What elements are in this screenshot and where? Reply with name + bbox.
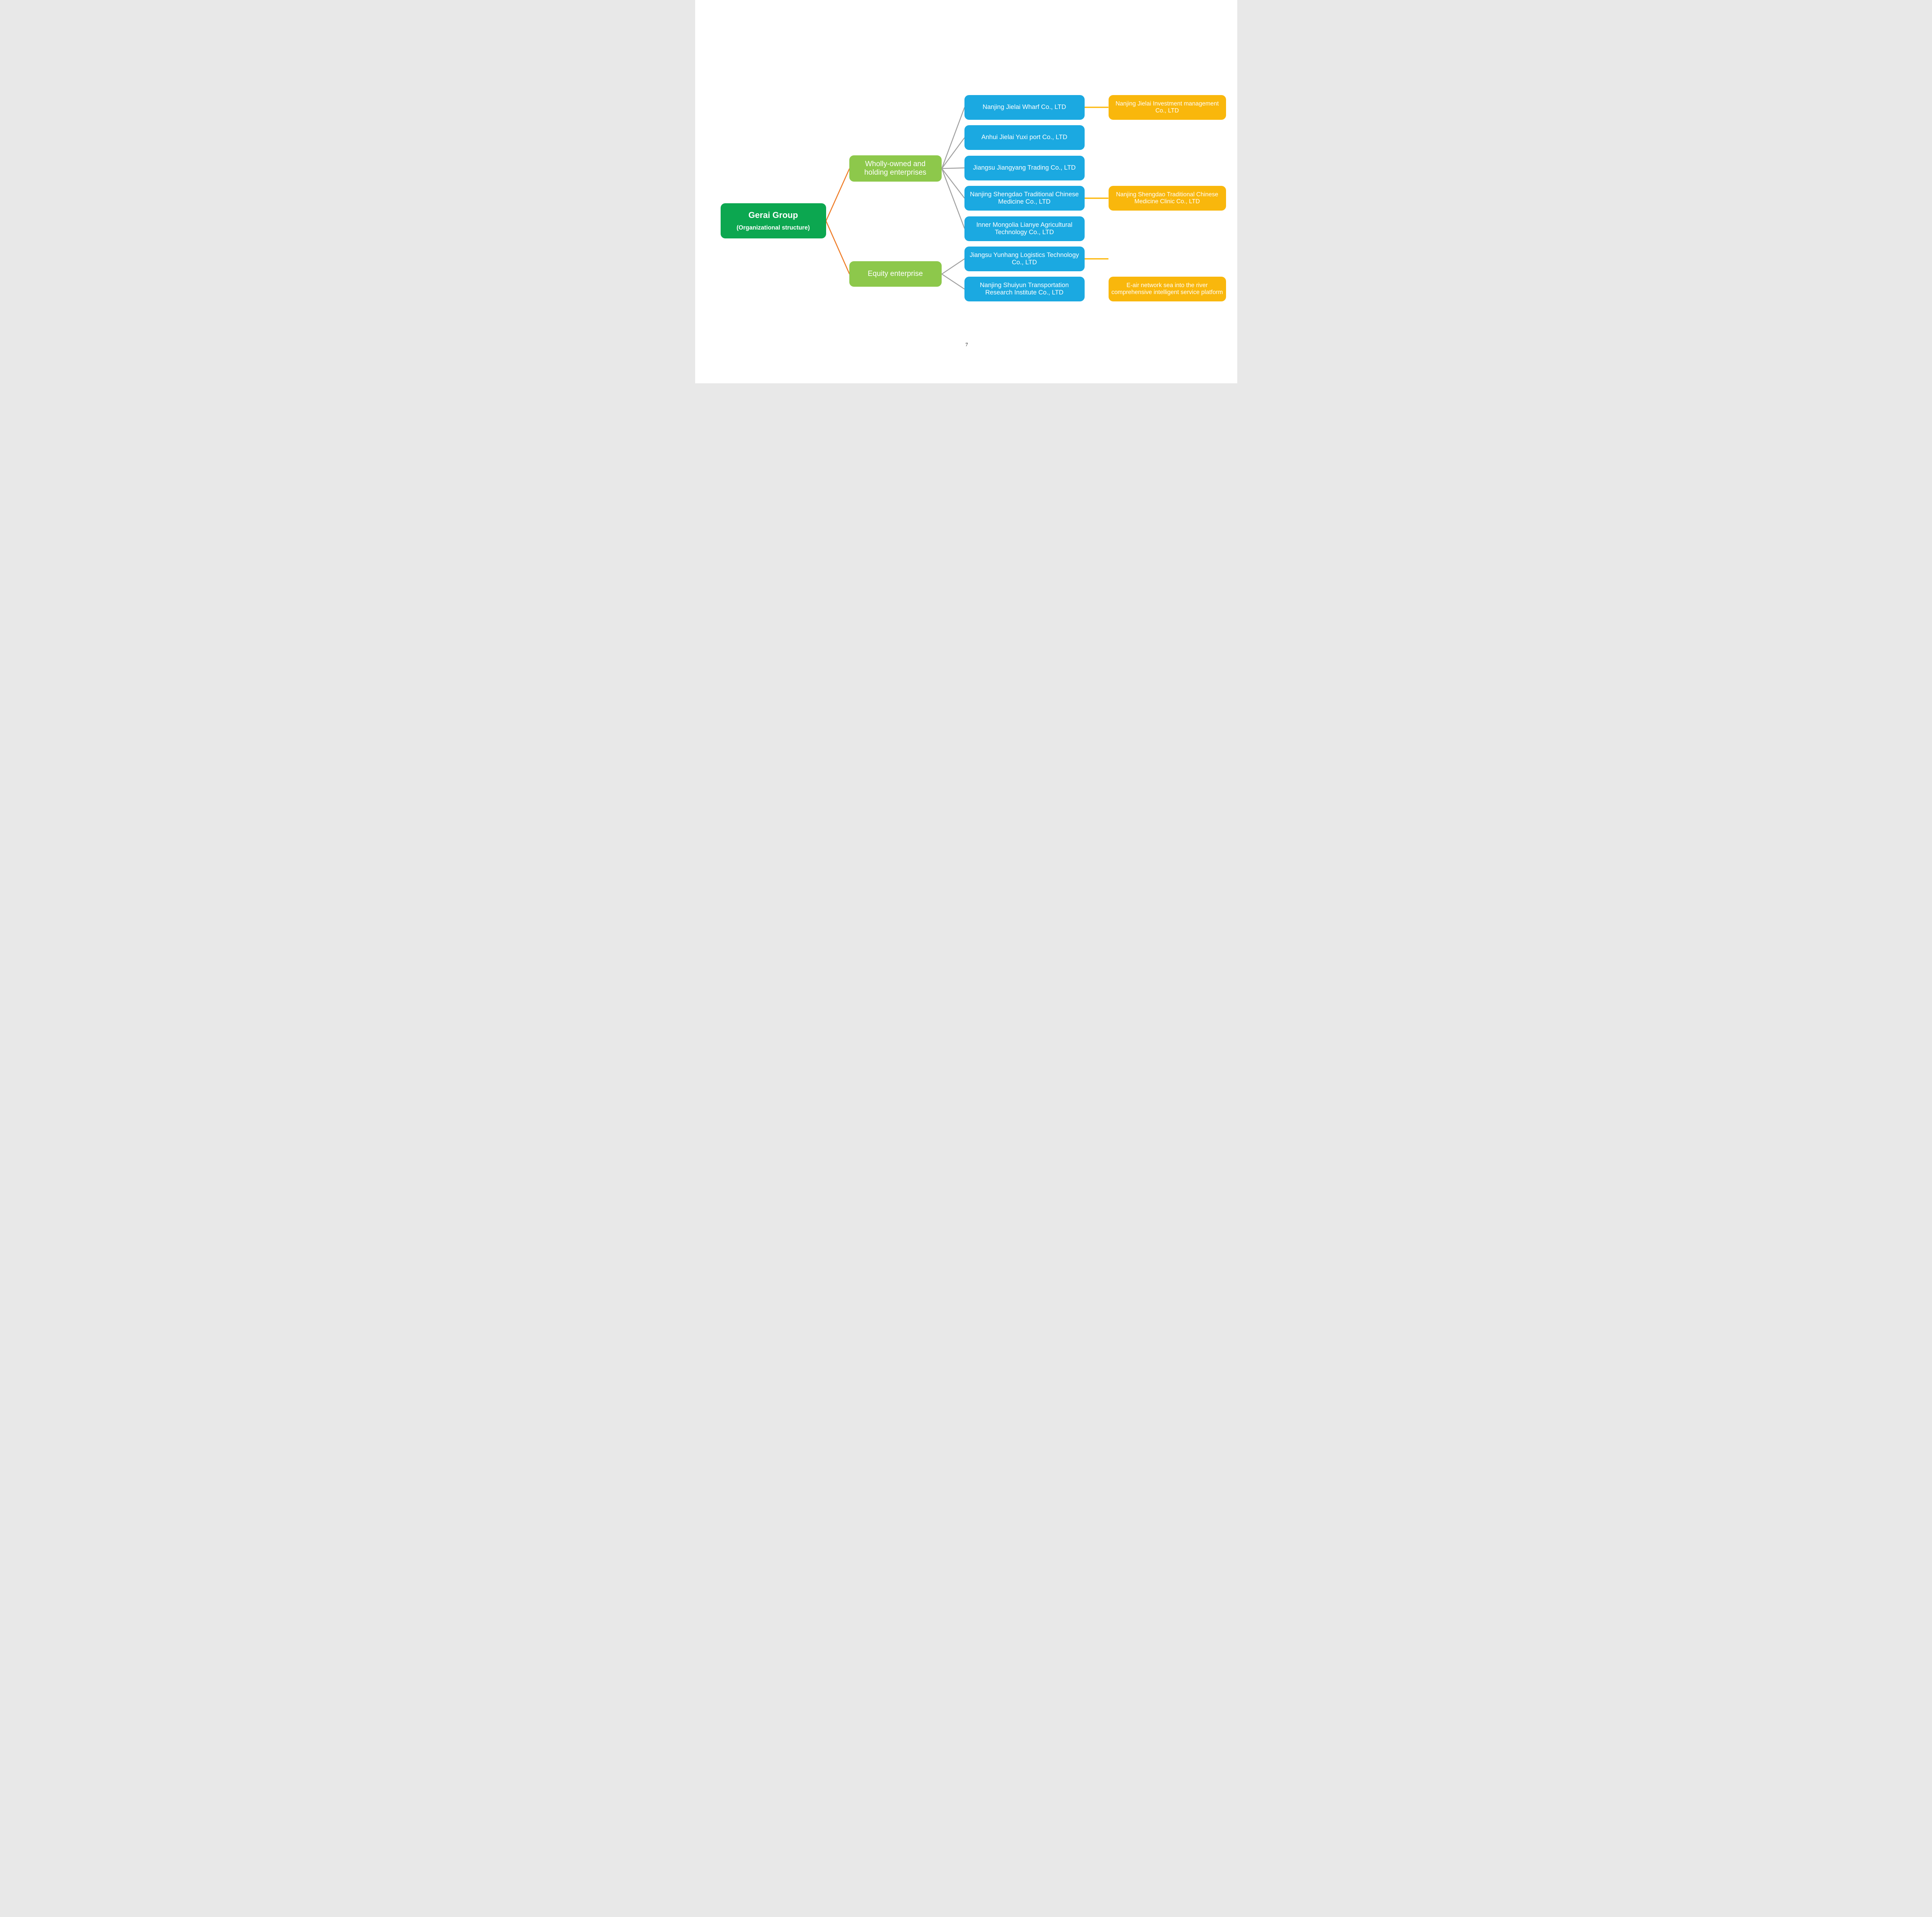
branch-node-wholly-owned: Wholly-owned and holding enterprises [849,155,942,182]
connector-root-to-branch-1 [825,221,850,274]
company-node-inner-mongolia-lianye: Inner Mongolia Lianye Agricultural Techn… [964,216,1085,241]
root-node: Gerai Group (Organizational structure) [720,203,826,238]
connector-branch0-to-company-2 [941,167,964,169]
company-node-nanjing-shuiyun-research: Nanjing Shuiyun Transportation Research … [964,277,1085,301]
org-chart-canvas: Gerai Group (Organizational structure) W… [695,0,1237,383]
connector-branch0-to-company-1 [941,137,965,169]
company-label: Nanjing Jielai Wharf Co., LTD [982,104,1066,111]
company-node-nanjing-jielai-wharf: Nanjing Jielai Wharf Co., LTD [964,95,1085,120]
subsidiary-label: Nanjing Jielai Investment management Co.… [1115,100,1219,114]
company-label: Nanjing Shuiyun Transportation Research … [980,281,1069,296]
subsidiary-label: Nanjing Shengdao Traditional Chinese Med… [1116,191,1218,205]
connector-branch0-to-company-0 [941,107,965,169]
subsidiary-node-nanjing-jielai-investment: Nanjing Jielai Investment management Co.… [1108,95,1226,120]
connector-branch1-to-company-6 [941,274,965,290]
company-label: Jiangsu Yunhang Logistics Technology Co.… [969,251,1079,266]
subsidiary-node-shengdao-clinic: Nanjing Shengdao Traditional Chinese Med… [1108,186,1226,211]
connector-branch0-to-company-3 [941,168,965,199]
company-label: Anhui Jielai Yuxi port Co., LTD [981,134,1068,141]
subsidiary-label: E-air network sea into the river compreh… [1111,282,1223,296]
root-subtitle: (Organizational structure) [736,225,810,231]
company-label: Inner Mongolia Lianye Agricultural Techn… [976,221,1073,236]
connector-root-to-branch-0 [825,168,850,221]
company-label: Nanjing Shengdao Traditional Chinese Med… [970,191,1079,205]
page-number: 7 [965,342,968,347]
connector-branch0-to-company-4 [941,168,965,229]
company-label: Jiangsu Jiangyang Trading Co., LTD [973,164,1076,172]
branch-label: Equity enterprise [867,269,923,278]
subsidiary-node-eair-platform: E-air network sea into the river compreh… [1108,277,1226,301]
branch-node-equity: Equity enterprise [849,261,942,287]
branch-label: Wholly-owned and holding enterprises [864,160,927,177]
root-title: Gerai Group [748,210,798,220]
company-node-anhui-jielai-yuxi-port: Anhui Jielai Yuxi port Co., LTD [964,125,1085,150]
company-node-nanjing-shengdao-medicine: Nanjing Shengdao Traditional Chinese Med… [964,186,1085,211]
connector-branch1-to-company-5 [941,258,965,275]
company-node-jiangsu-yunhang-logistics: Jiangsu Yunhang Logistics Technology Co.… [964,247,1085,271]
company-node-jiangsu-jiangyang-trading: Jiangsu Jiangyang Trading Co., LTD [964,156,1085,180]
